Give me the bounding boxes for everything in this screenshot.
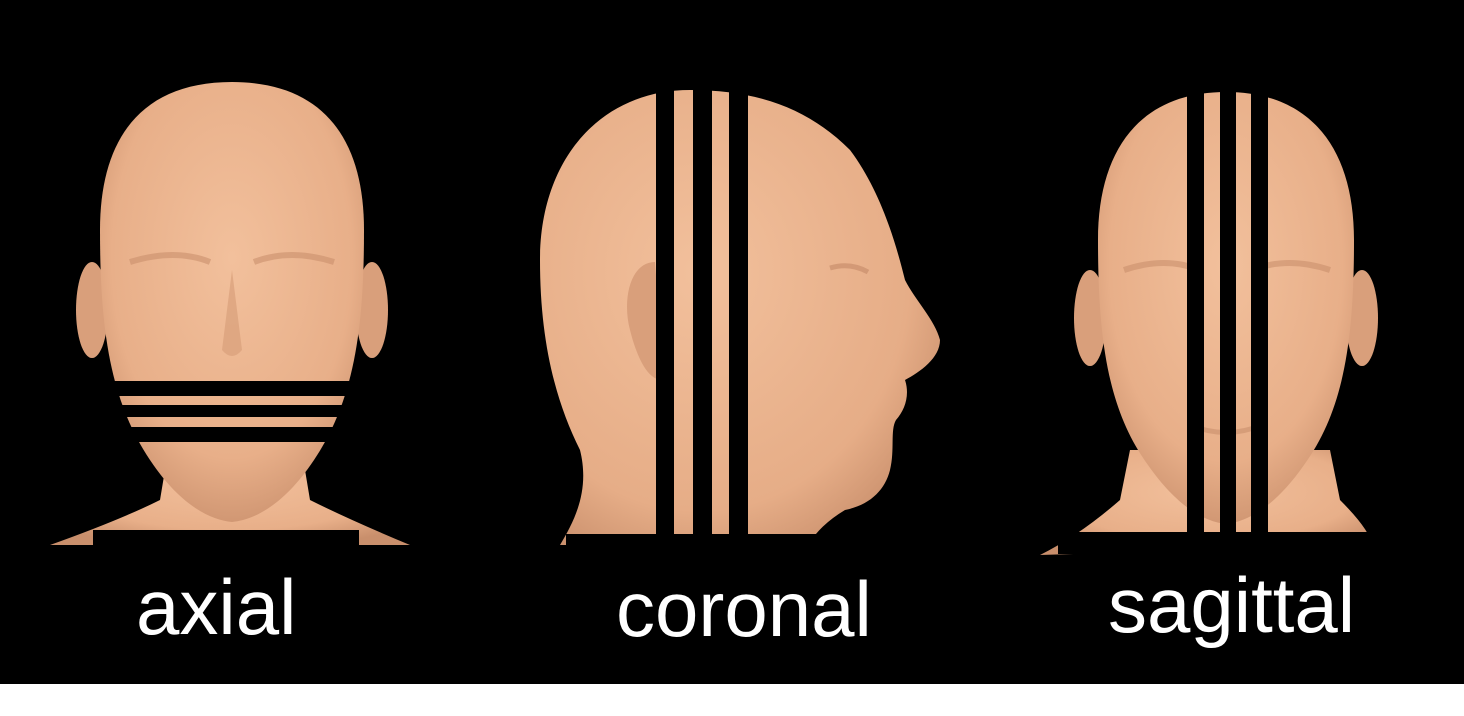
axial-slice-line (108, 381, 358, 396)
sagittal-label-backdrop (1058, 532, 1464, 554)
axial-label: axial (136, 563, 297, 651)
coronal-slice-line (729, 82, 748, 536)
sagittal-slice-line (1251, 90, 1268, 536)
axial-slice-line (118, 427, 348, 442)
axial-label-backdrop (93, 530, 359, 554)
coronal-label-backdrop (566, 534, 1036, 554)
coronal-label: coronal (616, 565, 872, 653)
sagittal-slice-line (1220, 90, 1236, 536)
axial-slice-line (108, 405, 358, 417)
coronal-slice-line (693, 82, 712, 536)
sagittal-label: sagittal (1108, 561, 1356, 649)
sagittal-slice-line (1187, 90, 1204, 536)
head-planes-illustration (50, 82, 1464, 555)
axial-head (50, 82, 410, 545)
coronal-slice-line (656, 82, 674, 536)
sagittal-head (1040, 90, 1378, 555)
coronal-head (540, 82, 940, 545)
